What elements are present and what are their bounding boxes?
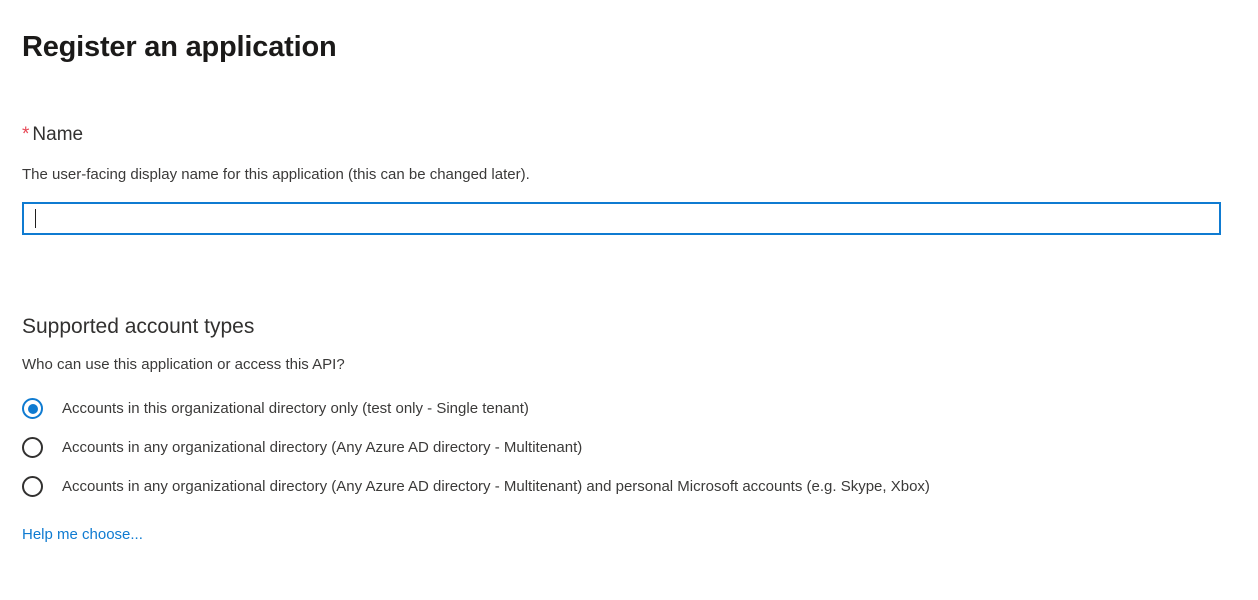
radio-option-label: Accounts in any organizational directory…: [62, 478, 930, 495]
name-label-text: Name: [32, 124, 84, 145]
radio-option-label: Accounts in any organizational directory…: [62, 439, 583, 456]
radio-option-label: Accounts in this organizational director…: [62, 400, 529, 417]
account-type-radio-group: Accounts in this organizational director…: [22, 396, 1232, 499]
radio-unselected-icon[interactable]: [22, 476, 43, 497]
radio-option-multitenant[interactable]: Accounts in any organizational directory…: [22, 435, 1232, 460]
name-field-group: *Name The user-facing display name for t…: [22, 122, 1222, 235]
name-input[interactable]: [24, 204, 1219, 233]
radio-option-single-tenant[interactable]: Accounts in this organizational director…: [22, 396, 1232, 421]
page-title: Register an application: [22, 31, 337, 64]
name-input-container[interactable]: [22, 202, 1221, 235]
text-caret: [35, 209, 36, 228]
radio-option-multitenant-and-personal[interactable]: Accounts in any organizational directory…: [22, 474, 1232, 499]
radio-selected-icon[interactable]: [22, 398, 43, 419]
name-field-label: *Name: [22, 122, 1222, 148]
radio-unselected-icon[interactable]: [22, 437, 43, 458]
supported-account-types-description: Who can use this application or access t…: [22, 356, 345, 373]
help-me-choose-link[interactable]: Help me choose...: [22, 526, 143, 543]
supported-account-types-title: Supported account types: [22, 315, 255, 338]
required-asterisk-icon: *: [22, 124, 30, 145]
supported-account-types-group: Supported account types Who can use this…: [22, 313, 1232, 545]
name-field-description: The user-facing display name for this ap…: [22, 166, 530, 183]
